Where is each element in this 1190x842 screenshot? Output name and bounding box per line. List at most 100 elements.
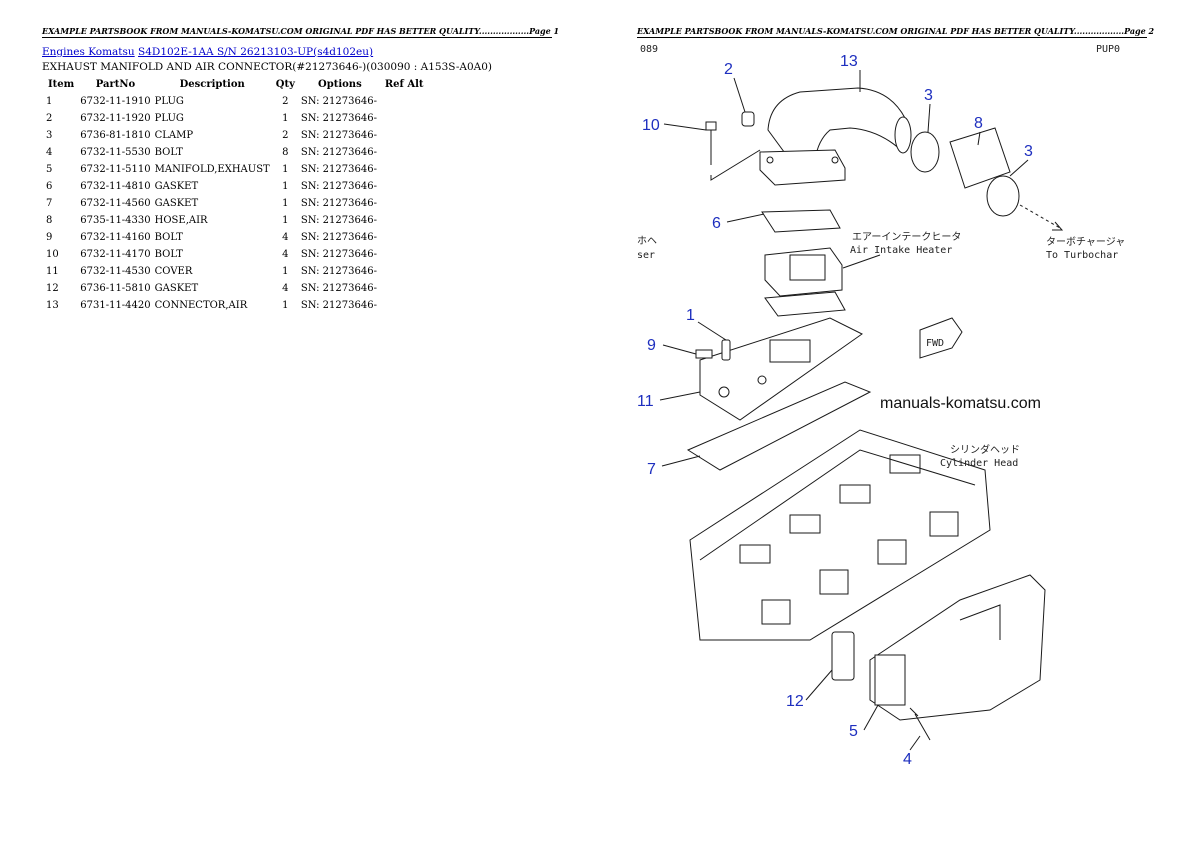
breadcrumb-engines-link[interactable]: Engines Komatsu — [42, 46, 135, 58]
cell-options: SN: 21273646- — [300, 198, 377, 209]
cell-description: CLAMP — [154, 130, 194, 141]
cell-options: SN: 21273646- — [300, 113, 377, 124]
turbo-en-label: To Turbochar — [1046, 250, 1118, 261]
cylinder-head-en-label: Cylinder Head — [940, 458, 1018, 469]
col-header-options: Options — [318, 78, 362, 90]
plug-drawing — [741, 111, 755, 127]
cell-partno: 6732-11-4810 — [80, 181, 151, 192]
callout-8: 8 — [974, 115, 983, 132]
callout-9: 9 — [647, 337, 656, 354]
cell-description: CONNECTOR,AIR — [154, 300, 248, 311]
cell-qty: 8 — [282, 147, 289, 158]
cell-partno: 6732-11-4530 — [80, 266, 151, 277]
cell-item: 3 — [46, 130, 53, 141]
air-heater-en-label: Air Intake Heater — [850, 245, 952, 256]
cell-qty: 1 — [282, 215, 289, 226]
cover-drawing — [695, 317, 863, 421]
gasket-6-drawing — [761, 209, 841, 233]
cell-item: 13 — [46, 300, 59, 311]
cell-qty: 4 — [282, 249, 289, 260]
cell-description: BOLT — [154, 249, 183, 260]
air-connector-drawing — [759, 87, 912, 186]
cell-options: SN: 21273646- — [300, 300, 377, 311]
cell-qty: 4 — [282, 232, 289, 243]
air-intake-heater-drawing — [764, 247, 846, 317]
page-2-header: EXAMPLE PARTSBOOK FROM MANUALS-KOMATSU.C… — [637, 26, 1155, 38]
bolt-10-drawing — [705, 121, 761, 181]
cell-partno: 6732-11-4560 — [80, 198, 151, 209]
cylinder-head-drawing — [689, 429, 991, 641]
left-jp-label: ホヘ — [637, 235, 657, 247]
cell-partno: 6736-81-1810 — [80, 130, 151, 141]
section-title: EXHAUST MANIFOLD AND AIR CONNECTOR(#2127… — [42, 61, 493, 73]
callout-3-right: 3 — [1024, 143, 1033, 160]
cell-item: 1 — [46, 96, 53, 107]
bolt-4-drawing — [909, 707, 931, 741]
cell-options: SN: 21273646- — [300, 147, 377, 158]
cell-options: SN: 21273646- — [300, 96, 377, 107]
cell-qty: 1 — [282, 181, 289, 192]
air-heater-jp-label: エアーインテークヒータ — [852, 231, 961, 243]
cell-qty: 1 — [282, 300, 289, 311]
breadcrumb-model-link[interactable]: S4D102E-1AA S/N 26213103-UP(s4d102eu) — [138, 46, 374, 58]
table-header-row: Item PartNo Description Qty Options Ref … — [44, 76, 428, 93]
col-header-qty: Qty — [275, 78, 295, 90]
cell-description: GASKET — [154, 181, 199, 192]
cell-description: GASKET — [154, 198, 199, 209]
cell-partno: 6731-11-4420 — [80, 300, 151, 311]
cell-item: 8 — [46, 215, 53, 226]
callout-13: 13 — [840, 53, 858, 70]
cylinder-head-jp-label: シリンダヘッド — [950, 443, 1020, 456]
page-2: EXAMPLE PARTSBOOK FROM MANUALS-KOMATSU.C… — [595, 0, 1190, 842]
callout-12: 12 — [786, 693, 804, 710]
cell-qty: 4 — [282, 283, 289, 294]
cell-item: 11 — [46, 266, 59, 277]
cell-description: PLUG — [154, 113, 184, 124]
cell-item: 9 — [46, 232, 53, 243]
page-1-header: EXAMPLE PARTSBOOK FROM MANUALS-KOMATSU.C… — [42, 26, 560, 38]
col-header-refalt: Ref Alt — [384, 78, 424, 90]
diagram-corner-right: PUP0 — [1096, 44, 1120, 55]
cell-options: SN: 21273646- — [300, 266, 377, 277]
cell-partno: 6732-11-5110 — [80, 164, 151, 175]
breadcrumb: Engines Komatsu S4D102E-1AA S/N 26213103… — [42, 46, 373, 58]
cell-partno: 6736-11-5810 — [80, 283, 151, 294]
callout-7: 7 — [647, 461, 656, 478]
fwd-arrow-drawing: FWD — [919, 317, 963, 359]
cell-qty: 1 — [282, 198, 289, 209]
cell-item: 6 — [46, 181, 53, 192]
fwd-label: FWD — [926, 338, 944, 349]
cell-description: GASKET — [154, 283, 199, 294]
cell-partno: 6732-11-5530 — [80, 147, 151, 158]
cell-qty: 1 — [282, 266, 289, 277]
callout-1: 1 — [686, 307, 695, 324]
cell-partno: 6735-11-4330 — [80, 215, 151, 226]
col-header-partno: PartNo — [95, 78, 136, 90]
cell-description: BOLT — [154, 147, 183, 158]
cell-item: 7 — [46, 198, 53, 209]
cell-options: SN: 21273646- — [300, 130, 377, 141]
clamp-drawing-2 — [986, 175, 1020, 217]
cell-qty: 1 — [282, 113, 289, 124]
cell-options: SN: 21273646- — [300, 249, 377, 260]
cell-partno: 6732-11-4170 — [80, 249, 151, 260]
cell-partno: 6732-11-4160 — [80, 232, 151, 243]
cell-options: SN: 21273646- — [300, 232, 377, 243]
callout-5: 5 — [849, 723, 858, 740]
cell-qty: 1 — [282, 164, 289, 175]
exhaust-manifold-drawing — [831, 574, 1046, 721]
cell-options: SN: 21273646- — [300, 181, 377, 192]
callout-4: 4 — [903, 751, 912, 768]
cell-description: COVER — [154, 266, 193, 277]
callout-10: 10 — [642, 117, 660, 134]
cell-description: BOLT — [154, 232, 183, 243]
